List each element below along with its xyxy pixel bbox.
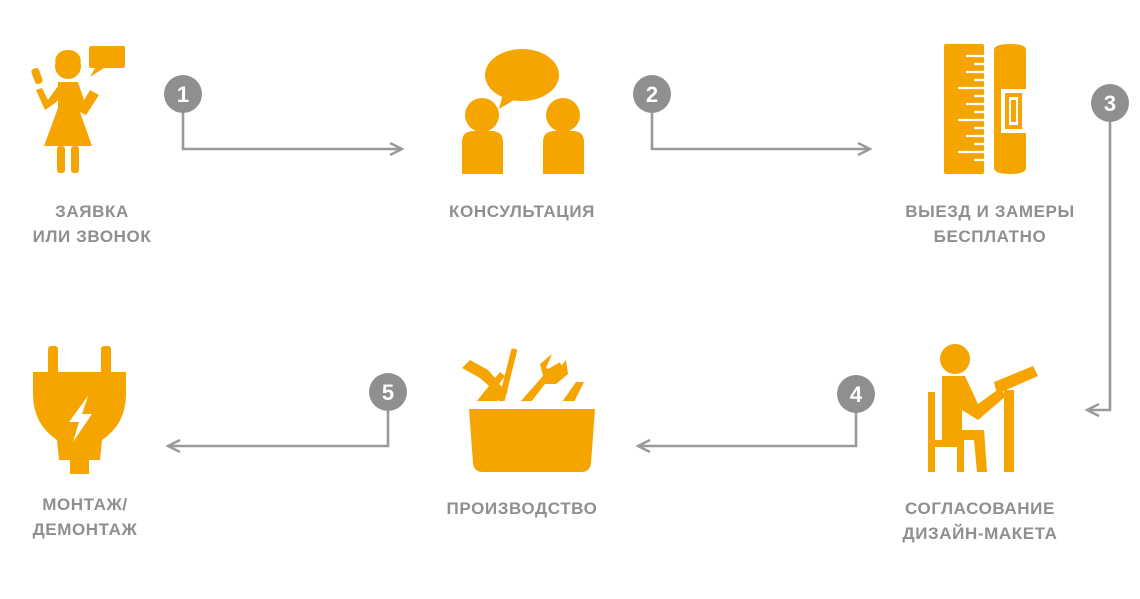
step-label-consultation: КОНСУЛЬТАЦИЯ <box>432 199 612 224</box>
connector-5-6 <box>168 408 390 446</box>
step-badge-2: 2 <box>633 75 671 113</box>
label-line: ИЛИ ЗВОНОК <box>32 227 152 246</box>
badge-number: 3 <box>1104 91 1116 116</box>
step-badge-4: 4 <box>837 375 875 413</box>
connector-2-3 <box>650 110 870 149</box>
toolbox-icon <box>462 348 595 472</box>
ruler-level-icon <box>944 44 1026 174</box>
connector-3-4 <box>1087 120 1112 410</box>
connector-1-2 <box>181 110 402 149</box>
label-line: КОНСУЛЬТАЦИЯ <box>449 202 595 221</box>
label-line: СОГЛАСОВАНИЕ <box>905 499 1055 518</box>
badge-number: 5 <box>382 380 394 405</box>
consultation-icon <box>462 49 584 174</box>
badge-number: 4 <box>850 382 863 407</box>
label-line: ПРОИЗВОДСТВО <box>446 499 598 518</box>
label-line: МОНТАЖ/ <box>42 495 128 514</box>
label-line: ВЫЕЗД И ЗАМЕРЫ <box>905 202 1075 221</box>
electric-plug-icon <box>33 346 126 474</box>
step-badge-1: 1 <box>164 75 202 113</box>
step-badge-3: 3 <box>1091 84 1129 122</box>
badge-number: 2 <box>646 82 658 107</box>
label-line: БЕСПЛАТНО <box>933 227 1047 246</box>
connectors <box>168 110 1112 446</box>
designer-desk-icon <box>928 344 1038 472</box>
step-label-measurement: ВЫЕЗД И ЗАМЕРЫ БЕСПЛАТНО <box>890 199 1090 249</box>
step-label-production: ПРОИЗВОДСТВО <box>432 496 612 521</box>
label-line: ДИЗАЙН-МАКЕТА <box>902 524 1058 543</box>
label-line: ЗАЯВКА <box>55 202 129 221</box>
step-label-request: ЗАЯВКА ИЛИ ЗВОНОК <box>12 199 172 249</box>
woman-phone-icon <box>31 46 125 173</box>
step-badge-5: 5 <box>369 373 407 411</box>
step-label-installation: МОНТАЖ/ ДЕМОНТАЖ <box>10 492 160 542</box>
label-line: ДЕМОНТАЖ <box>32 520 138 539</box>
badge-number: 1 <box>177 82 189 107</box>
connector-4-5 <box>638 410 858 446</box>
step-label-design-approval: СОГЛАСОВАНИЕ ДИЗАЙН-МАКЕТА <box>885 496 1075 546</box>
